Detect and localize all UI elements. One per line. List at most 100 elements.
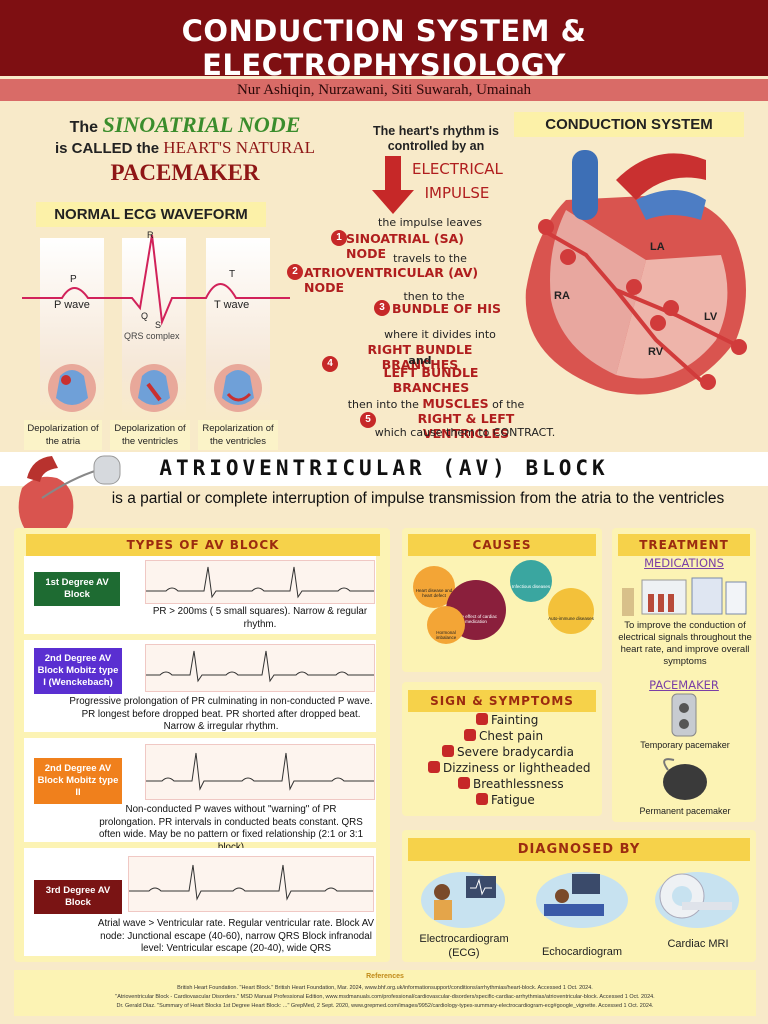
ecg-qrs: QRS complex	[124, 331, 180, 341]
heart-icon	[428, 761, 440, 773]
permanent-pacemaker-label: Permanent pacemaker	[639, 806, 731, 816]
sa-the: The	[69, 119, 99, 136]
step5-number: 5	[360, 412, 376, 428]
label-la: LA	[650, 241, 665, 253]
conduction-heart-illustration	[525, 150, 747, 395]
symptom-bradycardia: Severe bradycardia	[442, 745, 574, 759]
type-3-desc: Atrial wave > Ventricular rate. Regular …	[97, 918, 375, 954]
cause-autoimmune: Auto-immune diseases	[548, 588, 594, 634]
authors: Nur Ashiqin, Nurzawani, Siti Suwarah, Um…	[236, 82, 532, 98]
sa-called: is CALLED the	[54, 140, 160, 157]
ecg-t-wave: T wave	[214, 299, 250, 311]
ecg-caption-ventricles-depol: Depolarization of the ventricles	[110, 420, 190, 450]
sa-node-name: SINOATRIAL NODE	[102, 112, 301, 137]
rhythm-intro: The heart's rhythm is controlled by an	[373, 124, 499, 153]
step5-of-the: of the	[492, 398, 525, 411]
page-title: CONDUCTION SYSTEM & ELECTROPHYSIOLOGY	[181, 14, 587, 82]
step3-bundle-of-his: BUNDLE OF HIS	[392, 301, 502, 316]
step4-left-bundle: LEFT BUNDLE BRANCHES	[383, 365, 479, 395]
step1-sa-node: SINOATRIAL (SA) NODE	[346, 231, 465, 261]
header-banner	[0, 0, 768, 76]
ecg-caption-ventricles-repol: Repolarization of the ventricles	[198, 420, 278, 450]
ecg-p: P	[70, 274, 77, 285]
reference-2: "Atrioventricular Block - Cardiovascular…	[115, 994, 655, 1000]
references-panel	[14, 970, 756, 1016]
ecg-t: T	[229, 269, 236, 280]
heart-pacemaker-icon	[18, 455, 121, 540]
ecg-q: Q	[141, 311, 149, 321]
type-3-label: 3rd Degree AV Block	[34, 880, 122, 914]
symptom-fainting: Fainting	[476, 713, 538, 727]
av-block-title: ATRIOVENTRICULAR (AV) BLOCK	[159, 456, 609, 480]
step5-muscles: MUSCLES	[422, 396, 489, 411]
heart-ventricles-depol-icon	[130, 364, 178, 412]
type-1-label: 1st Degree AV Block	[34, 572, 120, 606]
type-3-ecg-strip	[128, 856, 374, 912]
normal-ecg-waveform	[22, 234, 290, 326]
conduction-heading: CONDUCTION SYSTEM	[514, 112, 744, 137]
treatment-heading: TREATMENT	[618, 534, 750, 556]
step5-ventricles: RIGHT & LEFT VENTRICLES	[417, 411, 515, 441]
step5-contract: which cause them to CONTRACT.	[374, 426, 556, 439]
step1-number: 1	[331, 230, 347, 246]
medications-link[interactable]: MEDICATIONS	[644, 556, 724, 570]
rhythm-electrical: ELECTRICAL	[412, 160, 503, 178]
step3-text: then to the	[403, 290, 465, 303]
heart-icon	[464, 729, 476, 741]
symptom-fatigue: Fatigue	[476, 793, 535, 807]
symptom-dizziness: Dizziness or lightheaded	[428, 761, 590, 775]
ecg-caption-atria: Depolarization of the atria	[24, 420, 102, 450]
heart-atria-icon	[48, 364, 96, 412]
down-arrow-icon	[372, 156, 414, 214]
type-2b-label: 2nd Degree AV Block Mobitz type II	[34, 758, 122, 804]
type-2b-desc: Non-conducted P waves without "warning" …	[98, 804, 364, 853]
label-rv: RV	[648, 346, 664, 358]
av-block-band	[0, 452, 768, 486]
reference-3: Dr. Gerald Diaz. "Summary of Heart Block…	[116, 1003, 654, 1009]
temporary-pacemaker-icon	[671, 693, 697, 737]
authors-bar	[0, 79, 768, 101]
rhythm-impulse: IMPULSE	[424, 184, 490, 202]
diagnosed-echo: Echocardiogram	[541, 946, 623, 958]
step2-text: travels to the	[393, 252, 467, 265]
diagnosed-ecg: Electrocardiogram (ECG)	[419, 933, 509, 959]
ecg-heading: NORMAL ECG WAVEFORM	[36, 202, 266, 227]
heart-icon	[476, 793, 488, 805]
references-heading: References	[366, 973, 404, 980]
symptoms-heading: SIGN & SYMPTOMS	[408, 690, 596, 712]
temporary-pacemaker-label: Temporary pacemaker	[640, 740, 730, 750]
sa-natural: HEART'S NATURAL	[163, 138, 316, 157]
ecg-s: S	[155, 320, 162, 330]
ecg-p-wave: P wave	[54, 299, 90, 311]
step2-number: 2	[287, 264, 303, 280]
step1-text: the impulse leaves	[378, 216, 482, 229]
medications-desc: To improve the conduction of electrical …	[618, 620, 752, 667]
sa-node-block: The SINOATRIAL NODE is CALLED the HEART'…	[30, 112, 340, 186]
heart-icon	[476, 713, 488, 725]
ecg-r: R	[147, 230, 154, 240]
diagnosed-heading: DIAGNOSED BY	[408, 838, 750, 861]
heart-icon	[458, 777, 470, 789]
echocardiogram-illustration	[536, 872, 628, 928]
type-2a-label: 2nd Degree AV Block Mobitz type I (Wenck…	[34, 648, 122, 694]
medication-boxes-icon	[622, 577, 747, 616]
causes-heading: CAUSES	[408, 534, 596, 556]
step2-av-node: ATRIOVENTRICULAR (AV) NODE	[304, 265, 479, 295]
av-block-definition: is a partial or complete interruption of…	[111, 490, 725, 507]
cause-hormonal: Hormonal imbalance	[427, 606, 465, 644]
label-ra: RA	[554, 290, 570, 302]
step4-right-bundle: RIGHT BUNDLE BRANCHES	[367, 342, 473, 372]
cardiac-mri-illustration	[655, 872, 739, 928]
step3-number: 3	[374, 300, 390, 316]
type-2a-desc: Progressive prolongation of PR culminati…	[69, 696, 373, 732]
symptom-chest-pain: Chest pain	[464, 729, 543, 743]
step4-number: 4	[322, 356, 338, 372]
type-2a-ecg-strip	[145, 644, 375, 692]
step5-then-into: then into the	[347, 398, 419, 411]
ecg-machine-illustration	[421, 872, 505, 928]
heart-icon	[442, 745, 454, 757]
reference-1: British Heart Foundation. "Heart Block."…	[177, 985, 593, 991]
pacemaker-link[interactable]: PACEMAKER	[649, 678, 719, 692]
step4-and: and	[408, 354, 432, 367]
types-heading: TYPES OF AV BLOCK	[26, 534, 380, 556]
